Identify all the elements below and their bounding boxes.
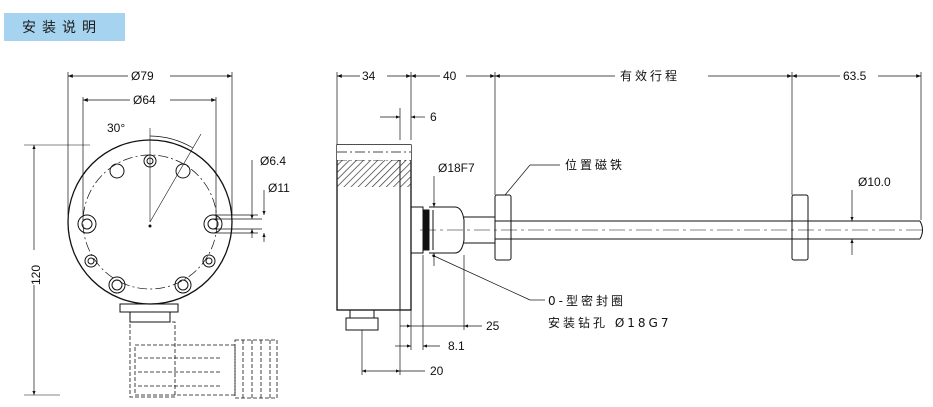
label-position-magnet: 位置磁铁 — [565, 157, 625, 172]
side-view-labels: 34 40 有效行程 63.5 6 Ø18F7 位置磁铁 Ø10.0 0-型密封… — [362, 68, 891, 378]
dim-lip: 6 — [430, 110, 437, 124]
dim-seat: Ø18F7 — [438, 161, 475, 175]
section-header-tab: 安装说明 — [4, 13, 125, 41]
dim-counterbore: Ø11 — [268, 181, 290, 195]
dim-25: 25 — [486, 319, 500, 333]
dim-tail: 63.5 — [843, 69, 867, 83]
dim-8-1: 8.1 — [448, 339, 465, 353]
dim-rod-diameter: Ø10.0 — [858, 175, 891, 189]
label-oring: 0-型密封圈 — [548, 293, 626, 308]
front-view-labels: Ø79 Ø64 30° Ø6.4 Ø11 120 — [29, 69, 290, 285]
side-view — [336, 72, 925, 375]
dim-effective-stroke: 有效行程 — [620, 68, 680, 83]
dim-bolt-circle: Ø64 — [133, 93, 156, 107]
front-view — [24, 72, 278, 399]
dim-height: 120 — [29, 265, 43, 285]
dim-outer-diameter: Ø79 — [131, 69, 154, 83]
dim-20: 20 — [430, 364, 444, 378]
label-mounting-bore: 安装钻孔 Ø18G7 — [548, 315, 671, 330]
dim-flange: 34 — [362, 69, 376, 83]
dim-spacer: 40 — [443, 69, 457, 83]
dim-hole-diameter: Ø6.4 — [260, 154, 286, 168]
section-header-title: 安装说明 — [22, 20, 102, 36]
dim-angle: 30° — [107, 121, 125, 135]
